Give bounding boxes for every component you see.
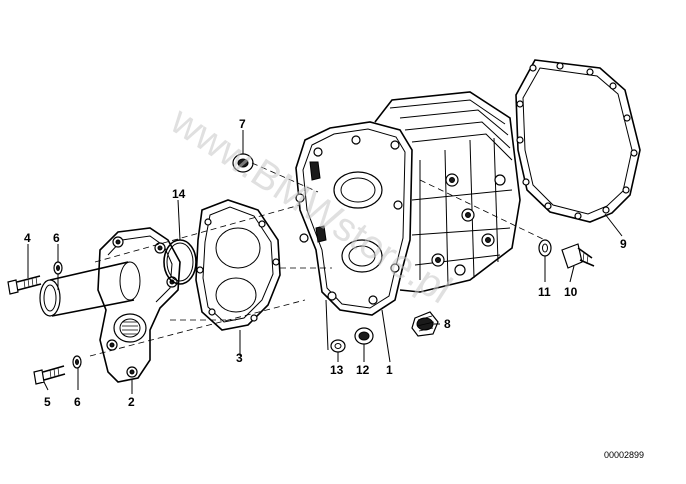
callout-6-lower[interactable]: 6: [74, 395, 81, 409]
plug-8[interactable]: [411, 311, 439, 337]
front-cover-2[interactable]: [39, 227, 181, 383]
transmission-housing-1[interactable]: [295, 91, 521, 316]
washer-6-lower[interactable]: [72, 355, 82, 369]
callout-2[interactable]: 2: [128, 395, 135, 409]
ring-13[interactable]: [330, 339, 346, 353]
callout-8[interactable]: 8: [444, 317, 451, 331]
callout-9[interactable]: 9: [620, 237, 627, 251]
washer-6-upper[interactable]: [53, 261, 63, 275]
callout-11[interactable]: 11: [538, 285, 551, 299]
callout-7[interactable]: 7: [239, 117, 246, 131]
callout-10[interactable]: 10: [564, 285, 578, 299]
seal-12[interactable]: [354, 327, 374, 345]
callout-4[interactable]: 4: [24, 231, 31, 245]
callout-3[interactable]: 3: [236, 351, 243, 365]
callout-1[interactable]: 1: [386, 363, 393, 377]
callout-5[interactable]: 5: [44, 395, 51, 409]
washer-11[interactable]: [538, 239, 552, 257]
callout-13[interactable]: 13: [330, 363, 344, 377]
diagram-reference-number: 00002899: [604, 450, 644, 460]
gasket-3[interactable]: [195, 199, 281, 331]
bolt-4[interactable]: [7, 275, 42, 295]
gasket-9[interactable]: [515, 59, 641, 223]
alignment-lines: [89, 162, 546, 357]
leader-lines: [27, 130, 623, 394]
sensor-switch-10[interactable]: [561, 243, 595, 269]
callout-12[interactable]: 12: [356, 363, 370, 377]
bolt-5[interactable]: [33, 365, 66, 385]
shaft-seal-7[interactable]: [232, 153, 254, 173]
callout-14[interactable]: 14: [172, 187, 186, 201]
watermark: www.BMWstore.pl: [162, 98, 459, 312]
callout-6-upper[interactable]: 6: [53, 231, 60, 245]
